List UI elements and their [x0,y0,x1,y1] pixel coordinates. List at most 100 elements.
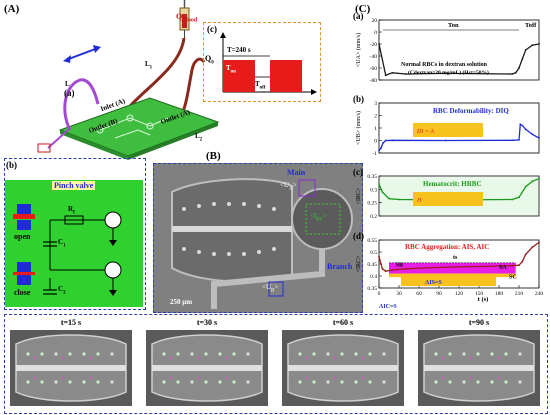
data-point [524,253,527,256]
data-point [521,58,524,60]
series-line [378,43,540,77]
flow-arrow [65,47,99,61]
data-point [484,265,487,268]
time-strip [4,314,548,414]
chart-panel-label: (a) [353,11,364,21]
time-frame-image [10,330,132,406]
formula-text: DI = A [416,129,434,135]
l-b-label: L [65,80,70,88]
pinch-valve-title: Pinch valve [52,181,96,190]
time-frame-image [282,330,404,406]
data-point [531,44,534,47]
time-frame-image [146,330,268,406]
micrograph-drawing [154,164,362,312]
x-tick-label: 60 [416,291,422,297]
panel-b-box [4,158,146,310]
annotation-line1: Normal RBCs in dextran solution [401,62,488,68]
chart-title: RBC Aggregation: AIS, AIC [405,243,489,251]
sb-label: SB [396,262,403,268]
close-label: close [14,288,31,297]
data-point [391,269,394,271]
x-tick-label: 240 [535,291,544,297]
time-frame-label: t=90 s [468,318,490,327]
data-point [444,72,447,75]
y-tick-label: 20 [372,18,378,24]
panel-label-C: (C) [355,3,371,15]
data-point [378,255,380,258]
data-point [378,149,380,152]
y-tick-label: 0.5 [370,250,377,256]
data-point [378,183,380,185]
data-point [398,198,400,201]
time-frame-label: t=15 s [60,318,82,327]
x-tick-label: 120 [455,291,464,297]
data-point [531,180,534,183]
panel-label-b: (b) [6,160,17,170]
data-point [538,137,540,139]
area-sb [389,273,516,278]
time-frame: t=90 s [418,318,540,408]
formula-bg [413,192,483,206]
data-point [458,265,460,268]
main-label: Main [287,168,306,177]
chip-schematic [37,0,220,160]
x-axis-label: t (s) [478,296,489,303]
data-point [524,128,527,131]
y-tick-label: -1 [372,151,377,157]
branch-label: Branch [327,262,353,271]
data-point [521,124,524,127]
data-point [404,267,407,270]
panel-label-B: (B) [206,150,221,162]
panel-label-c-inset: (c) [207,24,217,34]
y-tick-label: 0 [374,139,377,145]
y-tick-label: 0.2 [370,214,377,220]
y-axis-label: <UB> (mm/s) [355,111,362,145]
ua-roi [298,179,316,197]
x-tick-label: 180 [495,291,504,297]
annotation-line2: (Cdextran=20 mg/mL) (Hct=50%) [408,69,489,76]
period-label: T=240 s [227,46,251,54]
y-tick-label: -60 [370,66,378,72]
pinch-circuit-bg [5,180,143,307]
data-point [391,71,394,74]
sc-label: SC [509,274,517,280]
scale-bar-label: 250 μm [170,298,193,306]
y-axis-label: <UA> (mm/s) [355,33,362,67]
chart-title: RBC Deformability: DIQ [433,107,509,115]
time-frame: t=60 s [282,318,404,408]
q-blood-label: Q [176,12,183,21]
data-point [404,73,407,75]
y-tick-label: 0 [374,30,377,36]
inset-c-box [203,22,321,102]
data-point [531,246,534,249]
eq2-text: AIC=S [379,304,397,308]
data-point [518,264,520,267]
area-sa [389,262,516,274]
y-axis-label: <IRC> [356,255,362,272]
pinch-circuit [13,204,122,296]
x-tick-label: 30 [396,291,402,297]
x-tick-label: 150 [475,291,484,297]
chart-panel-label: (b) [353,94,364,104]
chart-panel-label: (d) [353,231,364,241]
data-point [384,139,387,142]
data-point [538,43,540,45]
data-point [388,197,390,200]
syringe-icon [179,0,190,38]
micrograph [153,163,363,313]
data-point [538,241,540,244]
data-point [381,191,384,193]
y-tick-label: 0.35 [367,174,377,180]
data-point [531,133,534,136]
data-point [518,67,520,69]
sa-label: SA [499,265,507,271]
chip-body [58,97,220,157]
data-point [514,71,517,74]
y-tick-label: 0.25 [367,201,377,207]
data-point [511,139,514,142]
ub-roi [268,281,284,297]
data-point [511,198,514,201]
data-point [521,260,524,263]
data-point [384,74,387,77]
